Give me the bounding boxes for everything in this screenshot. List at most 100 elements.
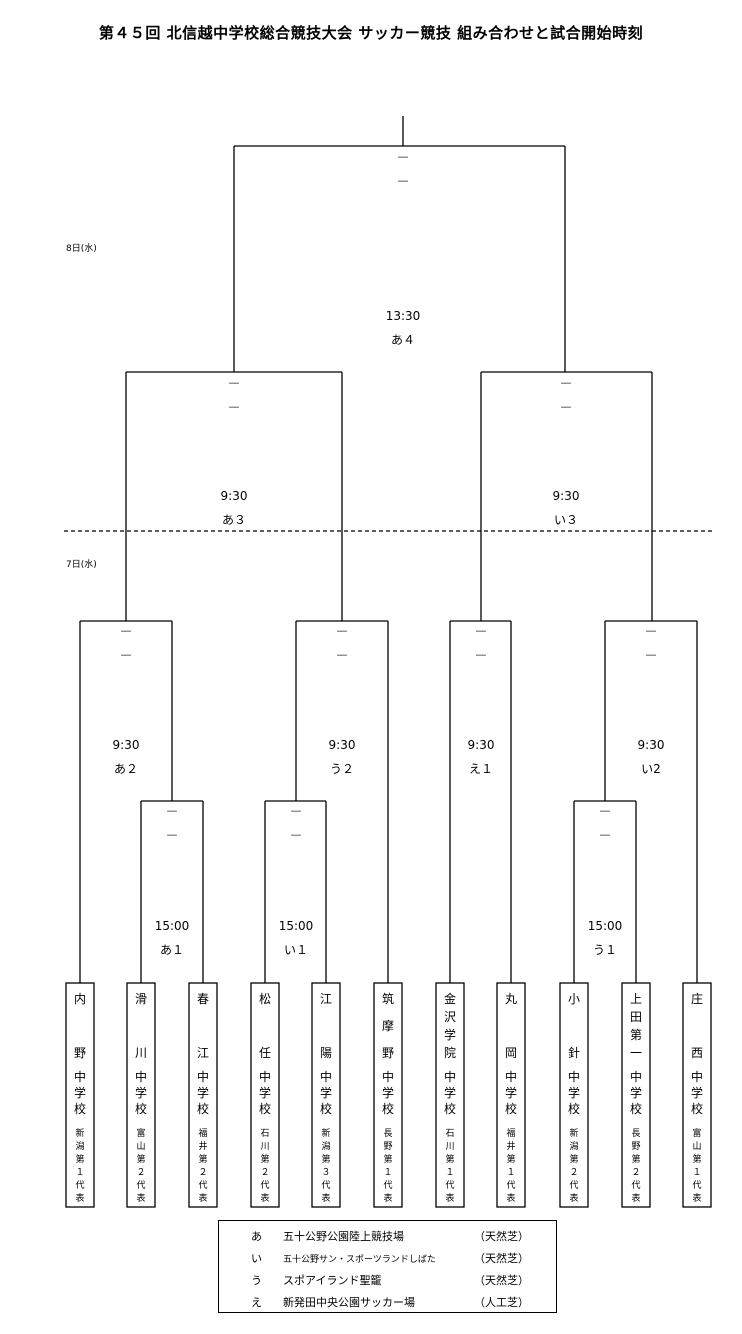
- team-name-char: 内: [74, 992, 86, 1006]
- school-suffix-char: 校: [444, 1101, 456, 1116]
- match-venue: あ２: [114, 762, 138, 776]
- team-rep-char: 福: [198, 1127, 207, 1139]
- team-rep-char: 富: [136, 1127, 145, 1139]
- team-box: [435, 982, 465, 1208]
- team-rep-char: １: [75, 1168, 84, 1178]
- venue-code: あ: [251, 1230, 262, 1243]
- team-rep-char: 第: [692, 1153, 701, 1165]
- school-suffix-char: 中: [197, 1069, 209, 1084]
- day-label-8: 8日(水): [66, 242, 97, 254]
- team-box: [188, 982, 218, 1208]
- team-name-char: 川: [135, 1046, 147, 1060]
- match-venue: あ１: [160, 943, 184, 957]
- team-name-char: 第: [630, 1028, 642, 1042]
- team-name-char: 岡: [505, 1046, 517, 1060]
- qf4-score-top: —: [646, 624, 657, 637]
- team-name-char: 西: [691, 1046, 703, 1060]
- team-rep-char: 表: [569, 1192, 578, 1204]
- school-suffix-char: 学: [320, 1085, 332, 1100]
- team-box: [496, 982, 526, 1208]
- team-rep-char: 井: [198, 1140, 207, 1152]
- qf3-score-bottom: —: [476, 648, 487, 661]
- team-rep-char: 新: [75, 1127, 84, 1139]
- match-time: 9:30: [553, 489, 580, 503]
- team-name-char: 江: [320, 992, 332, 1006]
- team-box: [559, 982, 589, 1208]
- team-rep-char: 第: [136, 1153, 145, 1165]
- team-name-char: 摩: [382, 1018, 394, 1033]
- match-time: 9:30: [468, 738, 495, 752]
- venue-legend: あ 五十公野公園陸上競技場 （天然芝） い 五十公野サン・スポーツランドしばた …: [218, 1220, 557, 1313]
- venue-row: え 新発田中央公園サッカー場 （人工芝）: [219, 1291, 556, 1313]
- school-suffix-char: 中: [382, 1069, 394, 1084]
- school-suffix-char: 校: [630, 1101, 642, 1116]
- school-suffix-char: 校: [382, 1101, 394, 1116]
- qf3-score-top: —: [476, 624, 487, 637]
- match-time: 9:30: [638, 738, 665, 752]
- school-suffix-char: 中: [259, 1069, 271, 1084]
- team-rep-char: 代: [692, 1180, 701, 1191]
- team-name-char: 学: [444, 1027, 456, 1042]
- match-time: 15:00: [155, 919, 190, 933]
- venue-name: スポアイランド聖籠: [283, 1274, 382, 1287]
- team-rep-char: ２: [136, 1168, 145, 1178]
- team-rep-char: 石: [260, 1129, 269, 1139]
- school-suffix-char: 中: [320, 1069, 332, 1084]
- team-name-char: 野: [382, 1046, 394, 1060]
- venue-name: 五十公野サン・スポーツランドしばた: [283, 1255, 436, 1265]
- team-box: [65, 982, 95, 1208]
- team-rep-char: 表: [260, 1192, 269, 1204]
- team-name-char: 上: [630, 992, 642, 1006]
- r1c-score-bottom: —: [600, 828, 611, 841]
- team-name-char: 滑: [135, 992, 147, 1006]
- team-rep-char: 表: [198, 1192, 207, 1204]
- team-rep-char: 代: [631, 1180, 640, 1191]
- sf2-score-top: —: [561, 376, 572, 389]
- match-time: 9:30: [329, 738, 356, 752]
- day-label-7: 7日(水): [66, 558, 97, 570]
- school-suffix-char: 学: [135, 1085, 147, 1100]
- school-suffix-char: 校: [259, 1101, 271, 1116]
- team-rep-char: 代: [75, 1180, 84, 1191]
- team-rep-char: 表: [321, 1192, 330, 1204]
- team-rep-char: １: [445, 1168, 454, 1178]
- match-venue: い2: [641, 762, 661, 776]
- team-rep-char: ３: [321, 1168, 330, 1178]
- team-rep-char: 新: [569, 1127, 578, 1139]
- team-rep-char: 井: [506, 1140, 515, 1152]
- team-name-char: 陽: [320, 1046, 332, 1060]
- team-name-char: 江: [197, 1046, 209, 1060]
- r1c-score-top: —: [600, 804, 611, 817]
- school-suffix-char: 学: [505, 1085, 517, 1100]
- school-suffix-char: 中: [691, 1069, 703, 1084]
- sf1-score-top: —: [229, 376, 240, 389]
- team-rep-char: 山: [136, 1141, 145, 1152]
- team-name-char: 筑: [382, 991, 394, 1006]
- team-rep-char: 表: [631, 1192, 640, 1204]
- school-suffix-char: 中: [444, 1069, 456, 1084]
- sf1-score-bottom: —: [229, 400, 240, 413]
- team-rep-char: 代: [321, 1180, 330, 1191]
- team-rep-char: 表: [445, 1192, 454, 1204]
- team-rep-char: 代: [569, 1180, 578, 1191]
- team-rep-char: 野: [631, 1141, 640, 1152]
- school-suffix-char: 校: [135, 1101, 147, 1116]
- team-box: [126, 982, 156, 1208]
- team-rep-char: 代: [383, 1180, 392, 1191]
- team-rep-char: 表: [136, 1192, 145, 1204]
- team-name-char: 田: [630, 1010, 642, 1024]
- team-rep-char: 富: [692, 1127, 701, 1139]
- team-rep-char: 第: [198, 1153, 207, 1165]
- team-rep-char: 川: [445, 1142, 454, 1152]
- venue-code: う: [251, 1274, 262, 1287]
- sf2-score-bottom: —: [561, 400, 572, 413]
- team-rep-char: 第: [445, 1153, 454, 1165]
- match-venue: う２: [330, 762, 354, 776]
- venue-code: え: [251, 1296, 262, 1309]
- team-rep-char: 川: [260, 1142, 269, 1152]
- team-rep-char: ２: [198, 1168, 207, 1178]
- school-suffix-char: 学: [444, 1085, 456, 1100]
- match-venue: え１: [469, 762, 493, 776]
- team-rep-char: １: [383, 1168, 392, 1178]
- team-rep-char: １: [506, 1168, 515, 1178]
